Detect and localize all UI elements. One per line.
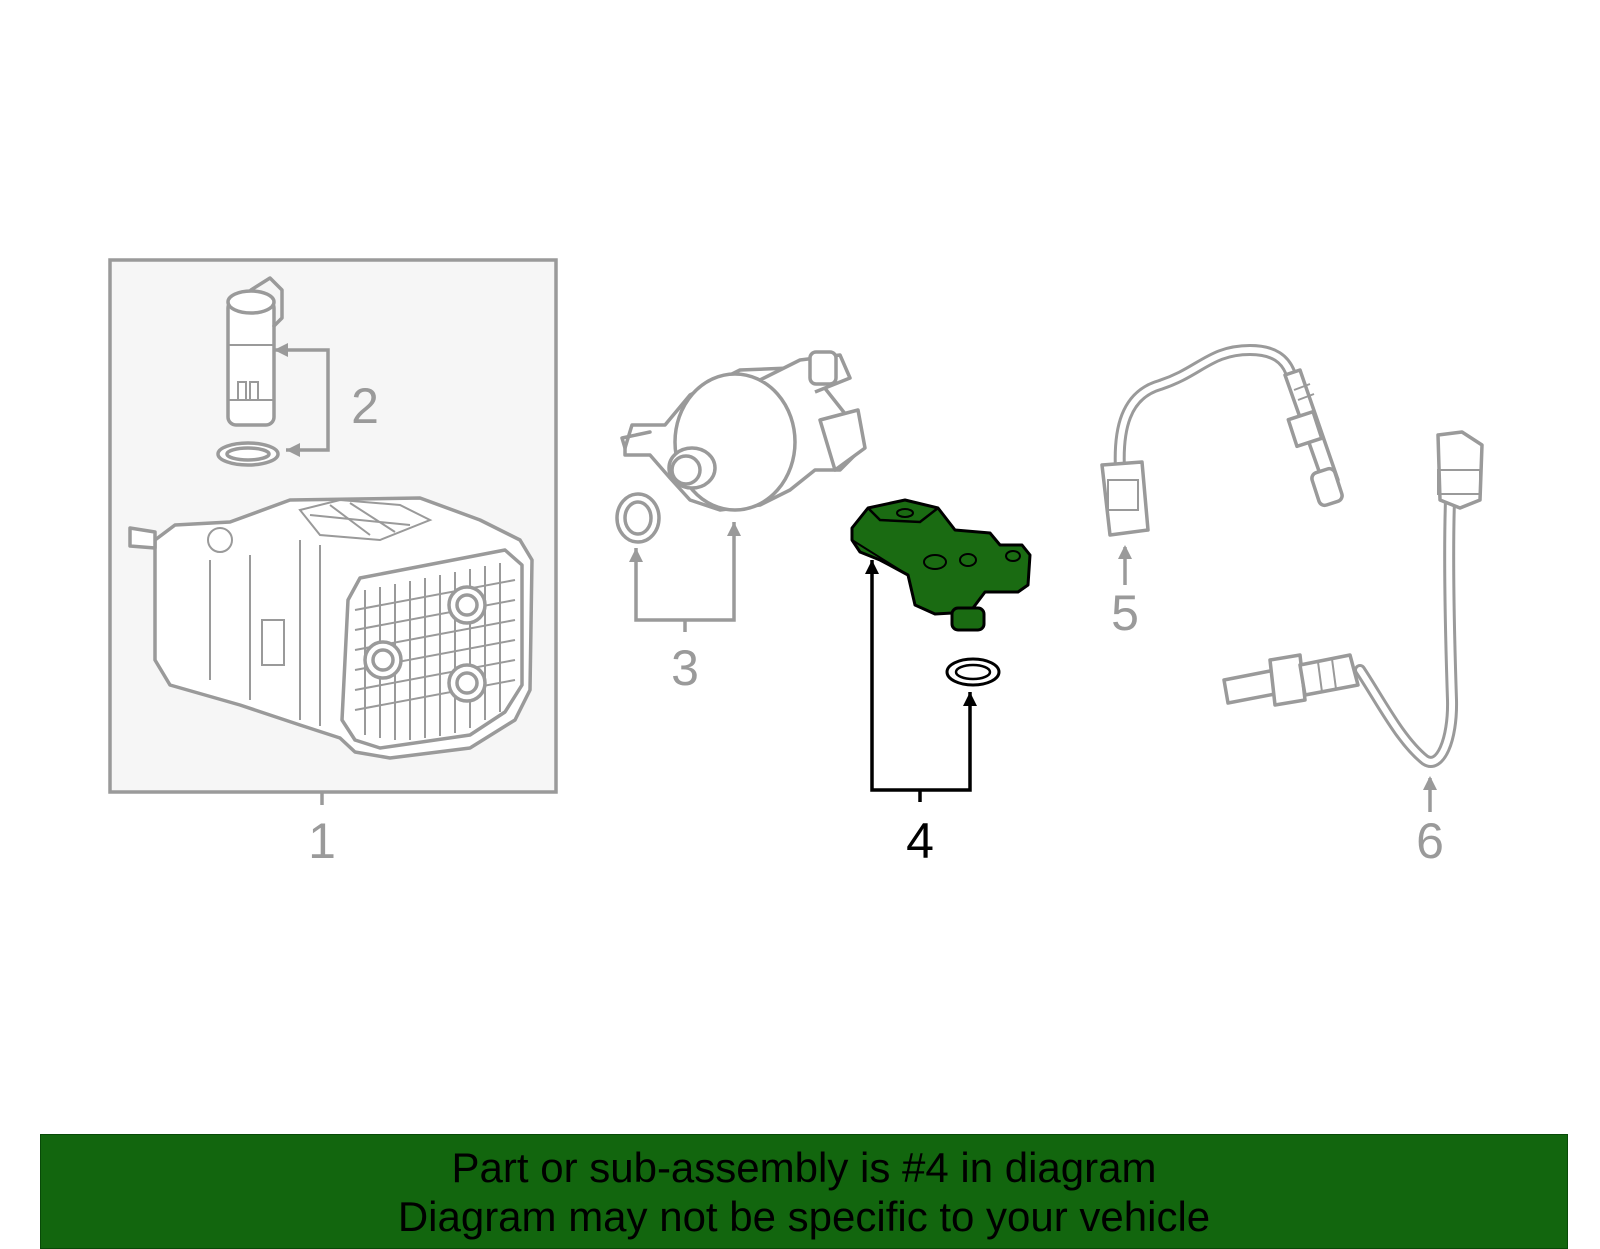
callout-5-leader bbox=[1118, 545, 1132, 585]
callout-4-label[interactable]: 4 bbox=[906, 813, 934, 869]
info-banner: Part or sub-assembly is #4 in diagram Di… bbox=[40, 1134, 1568, 1249]
oxygen-sensor-downstream-part[interactable] bbox=[1222, 430, 1484, 768]
callout-6-label[interactable]: 6 bbox=[1416, 813, 1444, 869]
callout-4-leader bbox=[865, 560, 977, 802]
callout-1-label[interactable]: 1 bbox=[308, 813, 336, 869]
highlighted-pressure-sensor-part[interactable] bbox=[850, 498, 1032, 632]
banner-line-2: Diagram may not be specific to your vehi… bbox=[397, 1192, 1211, 1240]
oxygen-sensor-upstream-part[interactable] bbox=[1100, 343, 1344, 537]
purge-solenoid-part[interactable] bbox=[226, 276, 284, 427]
callout-3-label[interactable]: 3 bbox=[671, 640, 699, 696]
sensor-seal-ring[interactable] bbox=[945, 657, 1001, 687]
banner-line-1: Part or sub-assembly is #4 in diagram bbox=[451, 1143, 1157, 1191]
evap-canister-part[interactable] bbox=[128, 496, 534, 760]
callout-3-leader bbox=[629, 522, 741, 632]
vent-valve-seal-ring[interactable] bbox=[615, 492, 661, 544]
callout-2-leader bbox=[274, 343, 330, 457]
callout-6-leader bbox=[1423, 776, 1437, 812]
solenoid-seal-ring[interactable] bbox=[216, 441, 280, 467]
vent-valve-part[interactable] bbox=[620, 350, 867, 512]
callout-2-label[interactable]: 2 bbox=[351, 378, 379, 434]
callout-5-label[interactable]: 5 bbox=[1111, 585, 1139, 641]
